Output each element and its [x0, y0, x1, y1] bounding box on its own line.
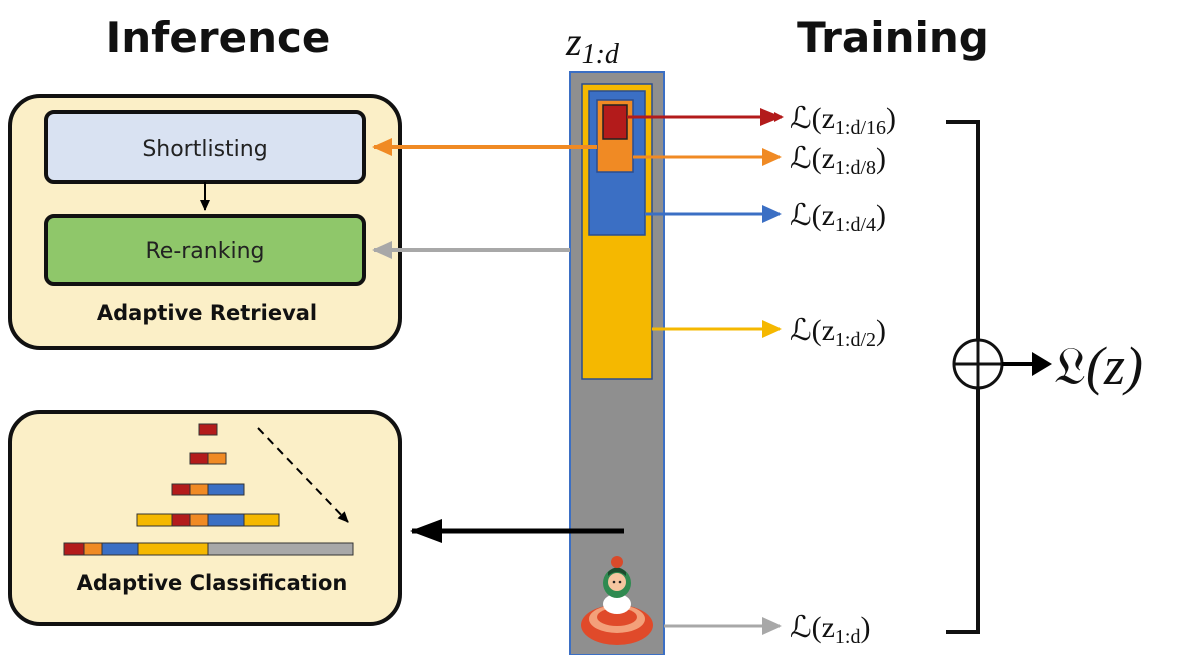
class-row-4-yellow-right — [243, 513, 280, 527]
reranking-box — [44, 214, 366, 286]
embedding-segment-sixteenth — [602, 104, 628, 140]
class-row-5-orange — [83, 542, 103, 556]
loss-1-prefix: ℒ(z — [790, 102, 835, 135]
class-row-5-gray — [207, 542, 354, 556]
class-row-3-orange — [189, 483, 209, 496]
embedding-symbol: z — [565, 19, 582, 64]
class-row-2-red — [189, 452, 209, 465]
class-row-4-red — [171, 513, 191, 527]
loss-1-suffix: ) — [886, 102, 896, 135]
inference-heading: Inference — [106, 13, 331, 62]
total-loss-label: 𝔏(z) — [1054, 336, 1143, 396]
training-heading: Training — [797, 13, 989, 62]
loss-label-1-2: ℒ(z1:d/2) — [790, 314, 886, 351]
loss-2-prefix: ℒ(z — [790, 142, 835, 175]
shortlisting-label: Shortlisting — [142, 137, 267, 162]
total-loss-arrowhead — [1032, 352, 1052, 376]
loss-3-suffix: ) — [876, 199, 886, 232]
loss-arrowhead-1-16 — [760, 108, 782, 126]
loss-4-suffix: ) — [876, 314, 886, 347]
embedding-subscript: 1:d — [582, 39, 620, 70]
class-row-4-blue — [207, 513, 245, 527]
loss-label-1-4: ℒ(z1:d/4) — [790, 199, 886, 236]
loss-5-prefix: ℒ(z — [790, 611, 835, 644]
adaptive-classification-panel: Adaptive Classification — [8, 410, 402, 626]
class-row-1-red — [198, 423, 218, 436]
total-loss-symbol: 𝔏 — [1054, 336, 1086, 396]
class-row-3-blue — [207, 483, 245, 496]
loss-1-sub: 1:d/16 — [835, 117, 886, 139]
class-row-5-yellow — [137, 542, 209, 556]
matryoshka-doll-icon — [581, 556, 653, 645]
class-row-4-yellow-left — [136, 513, 173, 527]
loss-label-1-8: ℒ(z1:d/8) — [790, 142, 886, 179]
adaptive-retrieval-panel: Shortlisting Re-ranking Adaptive Retriev… — [8, 94, 402, 350]
class-row-4-orange — [189, 513, 209, 527]
classification-dashed-arrow — [257, 427, 349, 523]
loss-3-sub: 1:d/4 — [835, 214, 876, 236]
total-loss-argument: (z) — [1086, 336, 1143, 396]
loss-5-sub: 1:d — [835, 626, 861, 648]
loss-2-suffix: ) — [876, 142, 886, 175]
class-row-3-red — [171, 483, 191, 496]
loss-3-prefix: ℒ(z — [790, 199, 835, 232]
class-row-5-red — [63, 542, 85, 556]
oplus-icon — [952, 338, 1004, 390]
embedding-vector — [569, 71, 665, 655]
reranking-label: Re-ranking — [145, 239, 264, 264]
loss-label-full: ℒ(z1:d) — [790, 611, 870, 648]
loss-2-sub: 1:d/8 — [835, 157, 876, 179]
adaptive-retrieval-title: Adaptive Retrieval — [97, 301, 317, 325]
loss-4-prefix: ℒ(z — [790, 314, 835, 347]
adaptive-classification-title: Adaptive Classification — [77, 571, 348, 595]
class-row-2-orange — [207, 452, 227, 465]
embedding-heading: z1:d — [565, 19, 620, 70]
loss-label-1-16: ℒ(z1:d/16) — [790, 102, 896, 139]
loss-4-sub: 1:d/2 — [835, 329, 876, 351]
loss-5-suffix: ) — [860, 611, 870, 644]
class-row-5-blue — [101, 542, 139, 556]
